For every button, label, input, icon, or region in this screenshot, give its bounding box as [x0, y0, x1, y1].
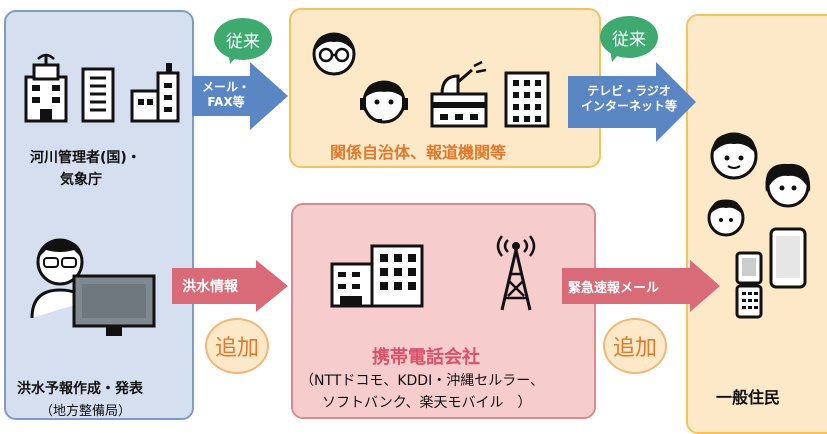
office-complex-icon [330, 244, 424, 308]
added-badge-2: 追加 [603, 318, 667, 374]
flood-info-label: 洪水情報 [182, 279, 238, 295]
radar-building-icon [24, 53, 68, 123]
factory-building-icon [130, 63, 180, 123]
carrier-list-2: ソフトバンク、楽天モバイル ） [322, 395, 532, 411]
office-tower-icon [504, 71, 550, 128]
added-badge-1: 追加 [205, 318, 269, 374]
residents-family-icon [707, 132, 811, 237]
forecast-sub-label: （地方整備局） [40, 404, 132, 419]
traditional-badge-2: 従来 [600, 16, 658, 58]
email-fax-label: メール・ FAX等 [196, 80, 256, 110]
blue-arrow-tv-radio [568, 62, 696, 142]
person-glasses-icon [312, 32, 356, 76]
emergency-mail-label: 緊急速報メール [568, 281, 660, 296]
email-fax-label-1: メール・ [201, 80, 250, 94]
tv-radio-label: テレビ・ラジオ インターネット等 [570, 84, 688, 114]
broadcast-station-icon [430, 60, 488, 128]
traditional-badge-1: 従来 [214, 18, 272, 60]
forecast-label: 洪水予報作成・発表 [17, 381, 143, 397]
person-headset-icon [360, 80, 408, 124]
carrier-list-1: （NTTドコモ、KDDI・沖縄セルラー、 [300, 373, 545, 389]
residents-label: 一般住民 [716, 388, 781, 407]
flip-phone-icon [735, 251, 763, 319]
smartphone-icon [769, 227, 807, 289]
carrier-title: 携帯電話会社 [372, 347, 480, 368]
phone-tower-icon [496, 235, 536, 311]
red-arrow-emergency-mail [562, 260, 720, 312]
email-fax-label-2: FAX等 [207, 95, 245, 109]
local-gov-media-label: 関係自治体、報道機関等 [330, 143, 507, 162]
office-building-icon [81, 67, 115, 123]
computer-operator-icon [30, 238, 156, 336]
red-arrow-flood-info [172, 260, 288, 312]
blue-arrow-email-fax [192, 62, 288, 130]
mobile-carrier-panel [291, 203, 596, 419]
river-admin-label-1: 河川管理者(国)・ [30, 150, 141, 166]
tv-radio-label-1: テレビ・ラジオ [587, 84, 671, 98]
tv-radio-label-2: インターネット等 [580, 99, 677, 113]
river-admin-label-2: 気象庁 [60, 172, 102, 188]
